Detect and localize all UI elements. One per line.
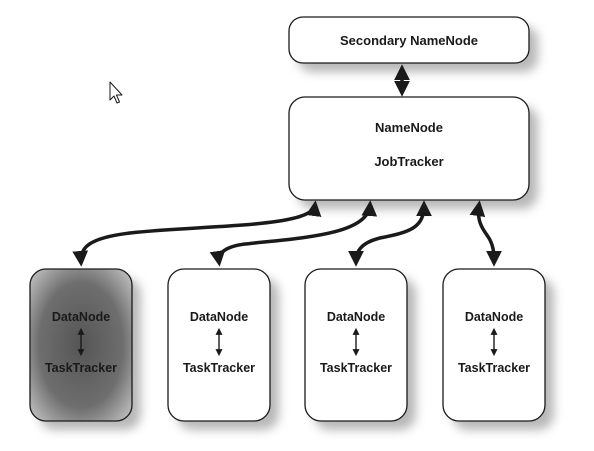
datanode-label: DataNode	[52, 310, 110, 324]
worker-node-3: DataNode TaskTracker	[304, 268, 416, 430]
jobtracker-label: JobTracker	[374, 154, 443, 169]
worker-node-1: DataNode TaskTracker	[29, 268, 141, 430]
secondary-namenode-label: Secondary NameNode	[340, 33, 478, 48]
worker-node-4: DataNode TaskTracker	[442, 268, 554, 430]
worker-node-2: DataNode TaskTracker	[167, 268, 279, 430]
datanode-label: DataNode	[465, 310, 523, 324]
mouse-pointer-icon	[109, 81, 123, 104]
tasktracker-label: TaskTracker	[458, 361, 530, 375]
master-node-box: NameNode JobTracker	[288, 96, 538, 209]
secondary-namenode-box: Secondary NameNode	[288, 16, 538, 72]
master-worker-4-connector	[469, 200, 502, 267]
tasktracker-label: TaskTracker	[320, 361, 392, 375]
master-worker-2-connector	[209, 200, 378, 267]
master-worker-1-connector	[72, 200, 322, 267]
tasktracker-label: TaskTracker	[45, 361, 117, 375]
master-worker-3-connector	[348, 200, 432, 267]
datanode-label: DataNode	[190, 310, 248, 324]
tasktracker-label: TaskTracker	[183, 361, 255, 375]
datanode-label: DataNode	[327, 310, 385, 324]
namenode-label: NameNode	[375, 120, 443, 135]
